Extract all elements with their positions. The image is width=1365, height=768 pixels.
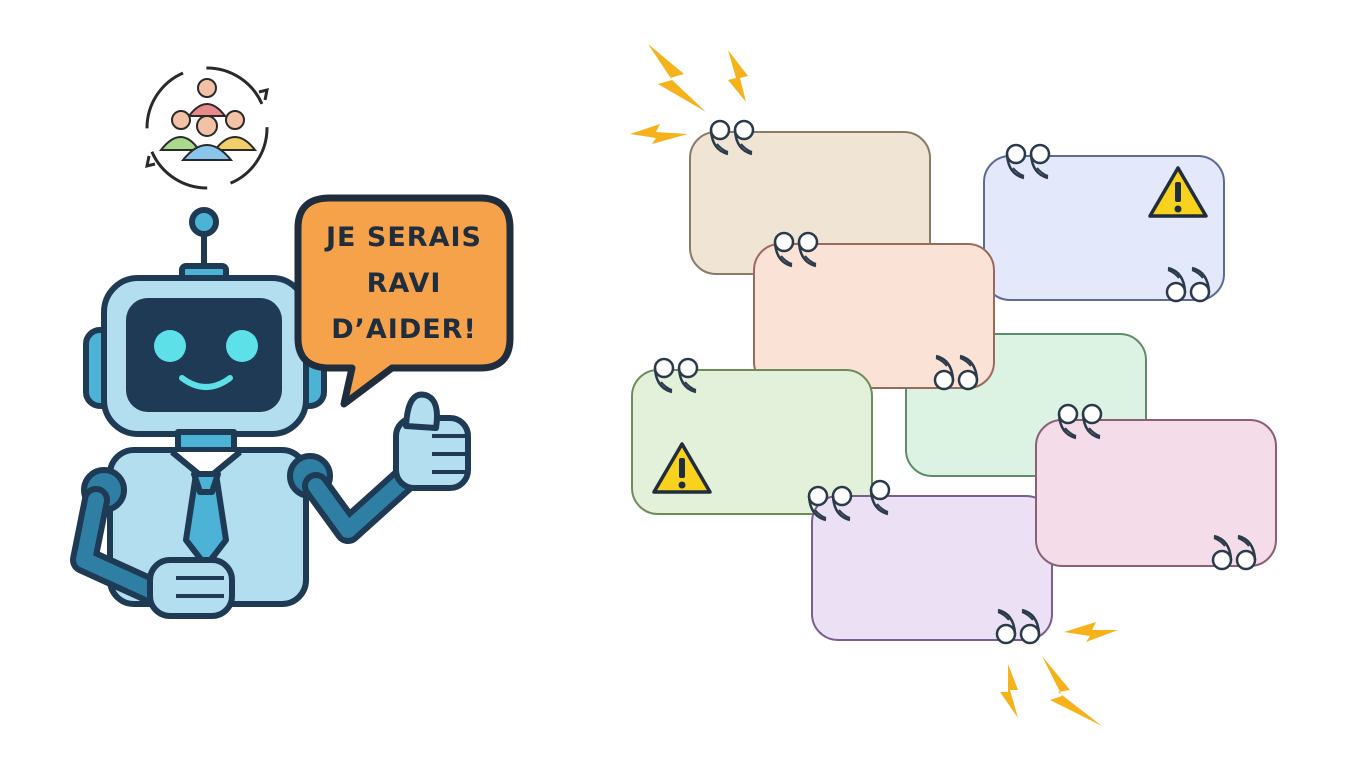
robot-hand-left <box>147 557 235 619</box>
robot-screen <box>126 298 282 412</box>
lightning-icon <box>630 124 688 144</box>
lightning-icon <box>1000 664 1018 718</box>
antenna-ball <box>189 207 219 237</box>
lightning-icon <box>1064 622 1118 642</box>
speech-bubble: JE SERAIS RAVI D’AIDER! <box>294 194 514 408</box>
quote-card-light-green <box>631 359 873 515</box>
robot-eye-left <box>154 330 186 362</box>
team-rotation-icon <box>145 66 269 190</box>
quote-card-peach <box>753 233 995 389</box>
lightning-icon <box>1042 656 1102 726</box>
lightning-bolts-bottom <box>1000 622 1118 726</box>
lightning-icon <box>648 44 706 112</box>
robot <box>70 207 471 619</box>
speech-line-3: D’AIDER! <box>331 314 477 345</box>
speech-line-1: JE SERAIS <box>324 222 482 253</box>
quote-card-pink <box>1035 405 1277 569</box>
quote-card-purple <box>809 479 1053 643</box>
robot-thumbs-up-hand <box>393 391 471 491</box>
robot-smile <box>179 375 233 390</box>
lightning-icon <box>728 50 748 102</box>
lightning-bolts-top <box>630 44 748 144</box>
robot-eye-right <box>226 330 258 362</box>
quote-card-blue <box>983 145 1225 301</box>
speech-line-2: RAVI <box>367 268 442 299</box>
